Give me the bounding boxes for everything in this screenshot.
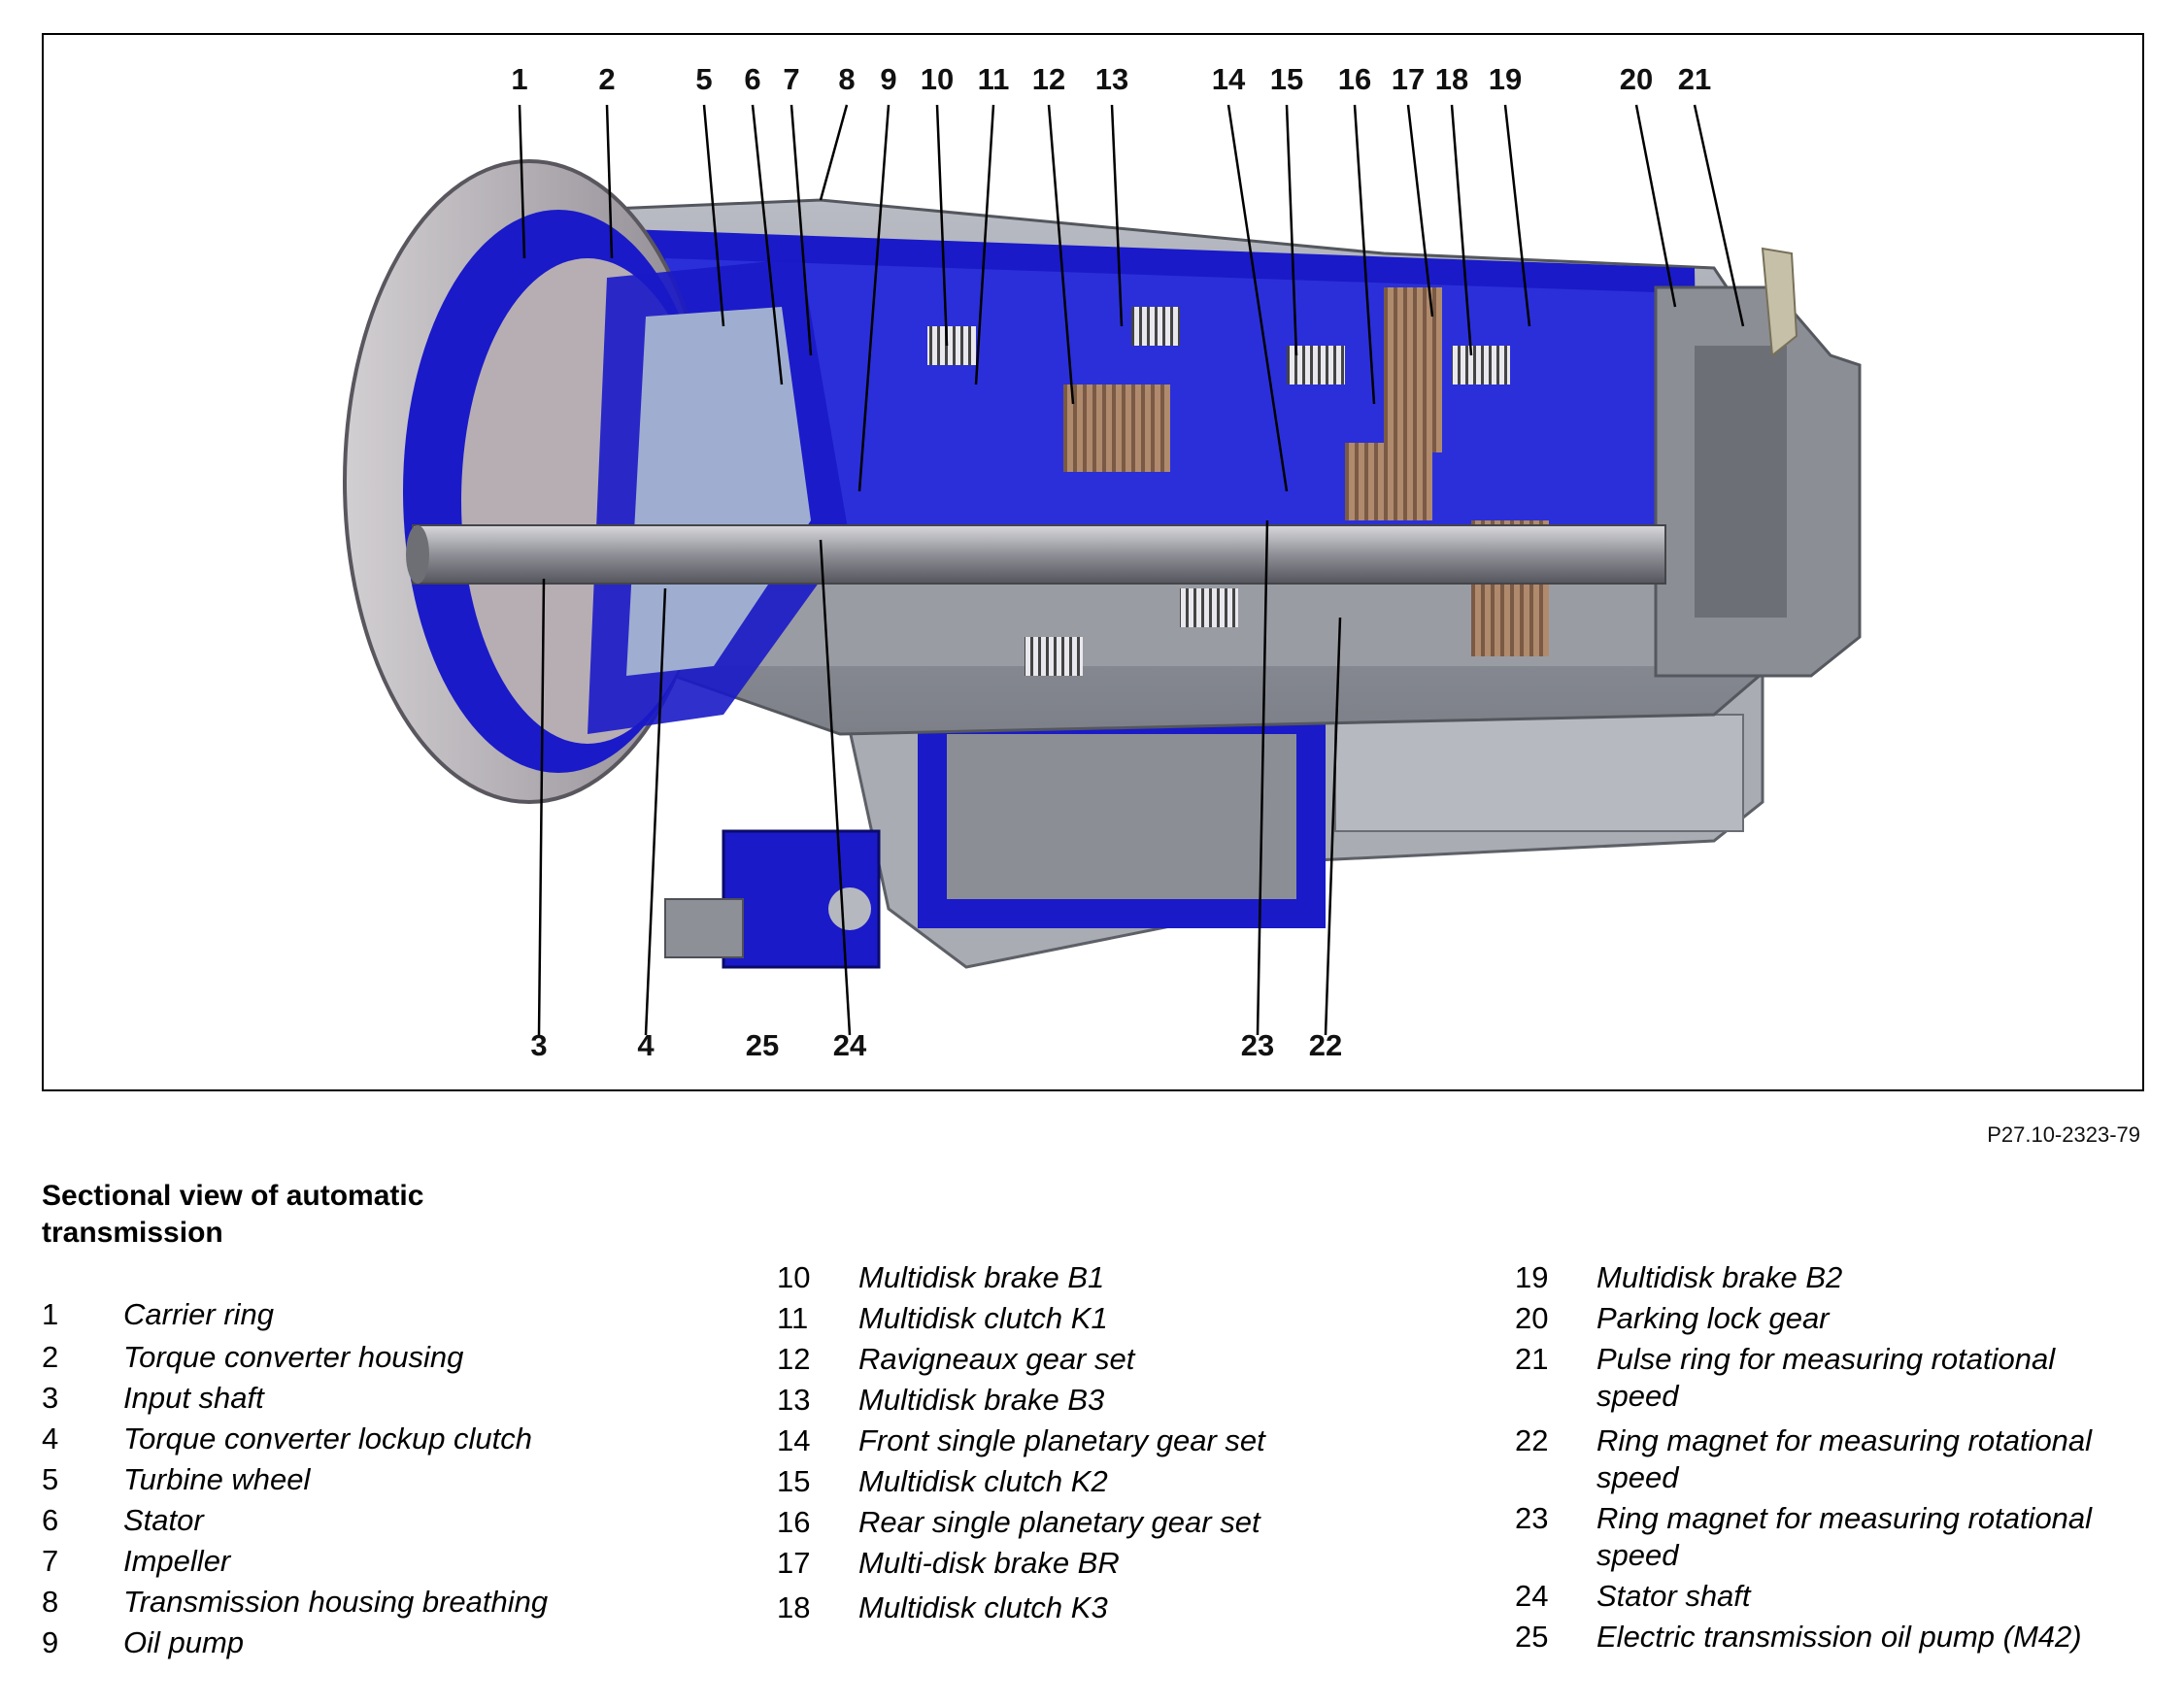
callout-15: 15 — [1269, 62, 1304, 96]
legend-text: Multi-disk brake BR — [858, 1546, 1120, 1580]
callout-19: 19 — [1488, 62, 1523, 96]
legend-number: 16 — [777, 1505, 811, 1539]
legend-text: Front single planetary gear set — [858, 1423, 1265, 1457]
figure-code: P27.10-2323-79 — [1987, 1122, 2140, 1147]
callout-18: 18 — [1434, 62, 1469, 96]
rear-housing — [1654, 247, 1862, 678]
legend-number: 14 — [777, 1423, 811, 1457]
legend-number: 25 — [1515, 1620, 1549, 1654]
legend-text: Rear single planetary gear set — [858, 1505, 1260, 1539]
legend-text: Multidisk clutch K2 — [858, 1464, 1108, 1498]
legend-text: Oil pump — [123, 1625, 245, 1659]
legend-number: 8 — [42, 1585, 59, 1619]
callout-16: 16 — [1337, 62, 1372, 96]
legend-text: Impeller — [123, 1544, 231, 1578]
callout-5: 5 — [695, 62, 713, 96]
legend-number: 15 — [777, 1464, 811, 1498]
legend-text: Stator — [123, 1503, 204, 1537]
callout-10: 10 — [920, 62, 955, 96]
bell-housing — [343, 159, 850, 804]
callout-8: 8 — [838, 62, 856, 96]
legend-number: 5 — [42, 1462, 59, 1496]
legend-text: Torque converter lockup clutch — [123, 1422, 533, 1455]
legend-number: 17 — [777, 1546, 811, 1580]
legend-text: Multidisk brake B2 — [1596, 1260, 1843, 1294]
callout-9: 9 — [880, 62, 897, 96]
legend-text: Multidisk brake B1 — [858, 1260, 1105, 1294]
legend-text: Turbine wheel — [123, 1462, 311, 1496]
callout-24: 24 — [832, 1028, 867, 1062]
callout-3: 3 — [530, 1028, 548, 1062]
electric-oil-pump — [664, 829, 881, 969]
callout-11: 11 — [977, 62, 1010, 96]
legend-text: Torque converter housing — [123, 1340, 464, 1374]
legend-number: 6 — [42, 1503, 59, 1537]
legend-text: Input shaft — [123, 1381, 264, 1415]
caption-line-2: transmission — [42, 1217, 223, 1249]
legend-number: 3 — [42, 1381, 59, 1415]
legend-text: Ring magnet for measuring rotational spe… — [1596, 1423, 2093, 1494]
legend-number: 7 — [42, 1544, 59, 1578]
callout-1: 1 — [511, 62, 528, 96]
legend-number: 22 — [1515, 1423, 1549, 1457]
legend-text: Parking lock gear — [1596, 1301, 1830, 1335]
legend-number: 2 — [42, 1340, 59, 1374]
callout-21: 21 — [1677, 62, 1712, 96]
legend-text: Pulse ring for measuring rotational spee… — [1596, 1342, 2056, 1413]
leader-lines — [518, 104, 1745, 1036]
transmission-illustration — [343, 104, 1862, 1036]
callout-12: 12 — [1031, 62, 1066, 96]
legend-number: 1 — [42, 1297, 59, 1331]
callout-6: 6 — [744, 62, 761, 96]
figure-caption: Sectional view of automatic transmission — [42, 1178, 586, 1252]
figure-frame: 1 2 5 6 7 8 9 10 11 12 13 14 15 16 17 18… — [42, 33, 2144, 1091]
oil-pan — [838, 674, 1764, 969]
legend-number: 9 — [42, 1625, 59, 1659]
callout-20: 20 — [1619, 62, 1654, 96]
legend-number: 18 — [777, 1590, 811, 1624]
legend-text: Multidisk clutch K1 — [858, 1301, 1108, 1335]
callout-22: 22 — [1308, 1028, 1343, 1062]
callout-14: 14 — [1211, 62, 1246, 96]
legend-number: 24 — [1515, 1579, 1549, 1613]
legend-number: 10 — [777, 1260, 811, 1294]
legend-number: 11 — [777, 1301, 809, 1335]
legend-text: Multidisk clutch K3 — [858, 1590, 1108, 1624]
callout-25: 25 — [745, 1028, 780, 1062]
input-shaft — [412, 524, 1666, 585]
caption-line-1: Sectional view of automatic — [42, 1180, 424, 1212]
legend-number: 4 — [42, 1422, 59, 1455]
legend-text: Electric transmission oil pump (M42) — [1596, 1620, 2082, 1654]
legend-number: 19 — [1515, 1260, 1549, 1294]
legend-number: 23 — [1515, 1501, 1549, 1535]
legend-text: Ring magnet for measuring rotational spe… — [1596, 1501, 2093, 1572]
callout-17: 17 — [1391, 62, 1426, 96]
callout-2: 2 — [598, 62, 616, 96]
callout-7: 7 — [783, 62, 800, 96]
legend-text: Carrier ring — [123, 1297, 275, 1331]
legend-number: 12 — [777, 1342, 811, 1376]
legend-number: 13 — [777, 1383, 811, 1417]
legend-text: Multidisk brake B3 — [858, 1383, 1105, 1417]
callout-13: 13 — [1094, 62, 1129, 96]
legend-text: Stator shaft — [1596, 1579, 1751, 1613]
callout-4: 4 — [637, 1028, 655, 1062]
legend-number: 21 — [1515, 1342, 1549, 1376]
callout-23: 23 — [1240, 1028, 1275, 1062]
legend-text: Ravigneaux gear set — [858, 1342, 1135, 1376]
legend-text: Transmission housing breathing — [123, 1585, 549, 1619]
legend-number: 20 — [1515, 1301, 1549, 1335]
